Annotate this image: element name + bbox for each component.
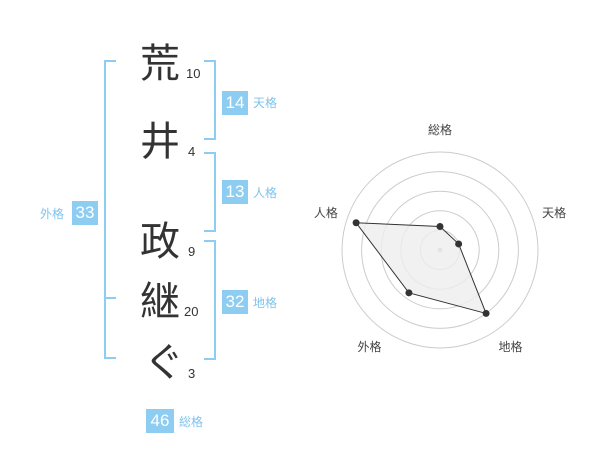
radar-axis-label-5: 人格 [314, 205, 338, 220]
chikaku-value-badge: 32 [222, 290, 248, 314]
stroke-count-1: 10 [186, 66, 201, 81]
tenkaku-value-badge: 14 [222, 91, 248, 115]
radar-ring [341, 151, 539, 349]
stroke-count-5: 3 [188, 366, 196, 381]
tenkaku-bracket [204, 60, 216, 140]
radar-axis-label-4: 外格 [357, 339, 381, 354]
chikaku-bracket [204, 240, 216, 360]
outer-left-bracket [104, 60, 116, 359]
radar-polygon [355, 222, 487, 315]
radar-point-2 [455, 240, 463, 248]
name-char-1: 荒 [140, 41, 180, 87]
name-char-4: 継 [140, 279, 180, 325]
jinkaku-value-badge: 13 [222, 180, 248, 204]
radar-axis-label-1: 総格 [428, 122, 452, 137]
soukaku-value-badge: 46 [146, 409, 174, 433]
name-char-3: 政 [140, 219, 180, 265]
radar-axis-label-3: 地格 [499, 339, 523, 354]
tenkaku-label: 天格 [253, 96, 278, 110]
radar-point-5 [352, 219, 360, 227]
chikaku-label: 地格 [253, 296, 278, 310]
radar-point-4 [405, 289, 413, 297]
divider-tick [104, 297, 116, 299]
radar-point-1 [436, 222, 444, 230]
radar-axis-label-2: 天格 [542, 205, 566, 220]
stroke-count-4: 20 [184, 304, 199, 319]
radar-point-3 [482, 309, 490, 317]
jinkaku-label: 人格 [253, 186, 278, 200]
jinkaku-bracket [204, 152, 216, 232]
soukaku-label: 総格 [179, 415, 204, 429]
stroke-count-2: 4 [188, 144, 196, 159]
radar-ring [361, 171, 519, 329]
gaikaku-label: 外格 [40, 207, 65, 221]
gaikaku-value-badge: 33 [72, 201, 98, 225]
name-char-2: 井 [140, 119, 180, 165]
stroke-count-3: 9 [188, 244, 196, 259]
name-char-5: ぐ [144, 340, 184, 386]
